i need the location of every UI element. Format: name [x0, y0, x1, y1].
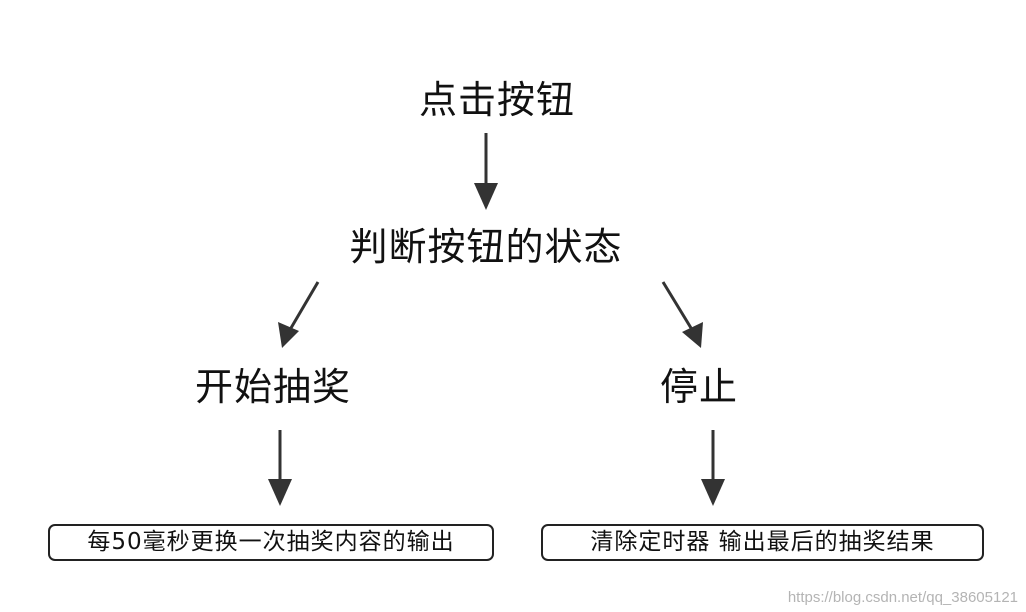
box-right-output: 清除定时器 输出最后的抽奖结果	[541, 524, 984, 561]
arrow-click-to-check	[474, 133, 498, 210]
watermark-url: https://blog.csdn.net/qq_38605121	[787, 589, 1018, 606]
node-click-button: 点击按钮	[418, 78, 576, 122]
node-check-state: 判断按钮的状态	[349, 225, 623, 269]
arrow-stop-to-box	[701, 430, 725, 506]
arrow-check-to-stop	[661, 281, 703, 348]
arrow-check-to-start	[278, 281, 320, 348]
box-left-output: 每50毫秒更换一次抽奖内容的输出	[48, 524, 494, 561]
node-stop: 停止	[659, 365, 739, 409]
node-start-lottery: 开始抽奖	[194, 365, 352, 409]
arrow-start-to-box	[268, 430, 292, 506]
